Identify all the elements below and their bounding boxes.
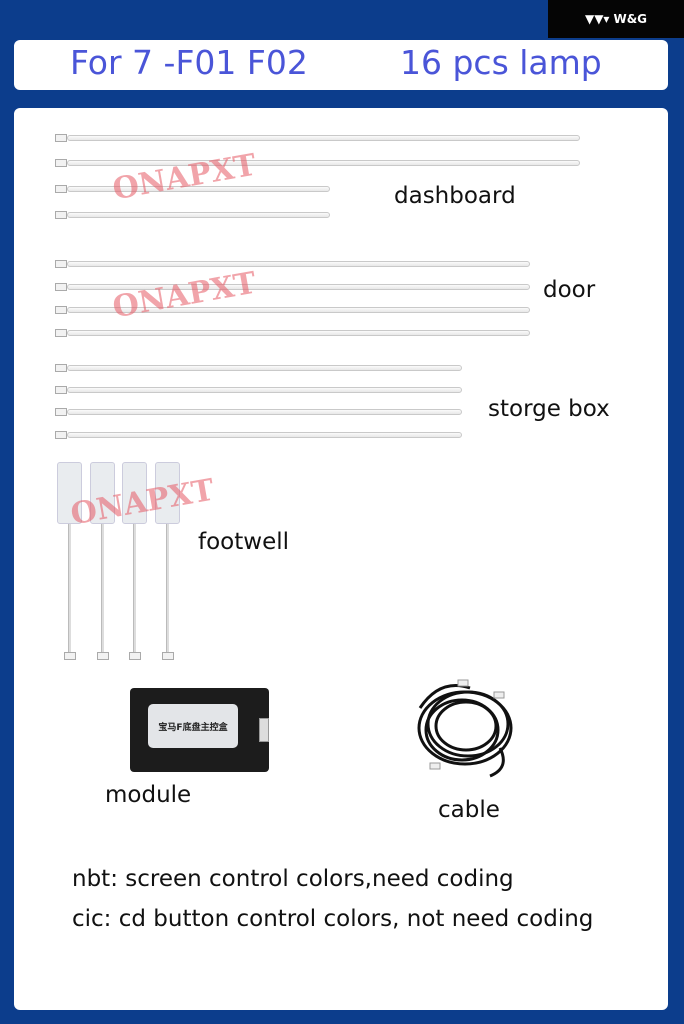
brand-logo: ▼▼▾W&G [548, 0, 684, 38]
title-banner: For 7 -F01 F02 16 pcs lamp [14, 40, 668, 90]
light-strip [67, 160, 580, 166]
strip-connector [55, 408, 67, 416]
footwell-connector [97, 652, 109, 660]
strip-connector [55, 159, 67, 167]
light-strip [67, 284, 530, 290]
light-strip [67, 432, 462, 438]
footwell-wire [166, 524, 169, 652]
light-strip [67, 387, 462, 393]
note-cic: cic: cd button control colors, not need … [72, 906, 594, 932]
strip-connector [55, 134, 67, 142]
strip-connector [55, 306, 67, 314]
footwell-wire [68, 524, 71, 652]
light-strip [67, 186, 330, 192]
light-strip [67, 212, 330, 218]
lamp-count: 16 pcs lamp [400, 43, 602, 82]
light-strip [67, 365, 462, 371]
control-module: 宝马F底盘主控盒 [130, 688, 269, 772]
label-footwell: footwell [198, 529, 290, 555]
label-module: module [105, 782, 192, 808]
cable-coil-image [417, 679, 513, 778]
model-title: For 7 -F01 F02 [70, 43, 308, 82]
footwell-lamp [57, 462, 82, 524]
light-strip [67, 261, 530, 267]
triangles-logo-icon: ▼▼▾ [584, 12, 610, 26]
footwell-connector [162, 652, 174, 660]
footwell-lamp [90, 462, 115, 524]
light-strip [67, 135, 580, 141]
light-strip [67, 307, 530, 313]
strip-connector [55, 329, 67, 337]
strip-connector [55, 364, 67, 372]
note-nbt: nbt: screen control colors,need coding [72, 866, 514, 892]
footwell-wire [101, 524, 104, 652]
label-cable: cable [438, 797, 500, 823]
module-sticker: 宝马F底盘主控盒 [148, 704, 238, 748]
footwell-lamp [122, 462, 147, 524]
label-dashboard: dashboard [394, 183, 516, 209]
footwell-connector [129, 652, 141, 660]
product-panel [14, 108, 668, 1010]
light-strip [67, 330, 530, 336]
strip-connector [55, 260, 67, 268]
strip-connector [55, 386, 67, 394]
module-port [259, 718, 269, 742]
label-storage-box: storge box [488, 396, 610, 422]
footwell-wire [133, 524, 136, 652]
light-strip [67, 409, 462, 415]
footwell-connector [64, 652, 76, 660]
strip-connector [55, 185, 67, 193]
label-door: door [543, 277, 596, 303]
strip-connector [55, 431, 67, 439]
strip-connector [55, 283, 67, 291]
strip-connector [55, 211, 67, 219]
footwell-lamp [155, 462, 180, 524]
